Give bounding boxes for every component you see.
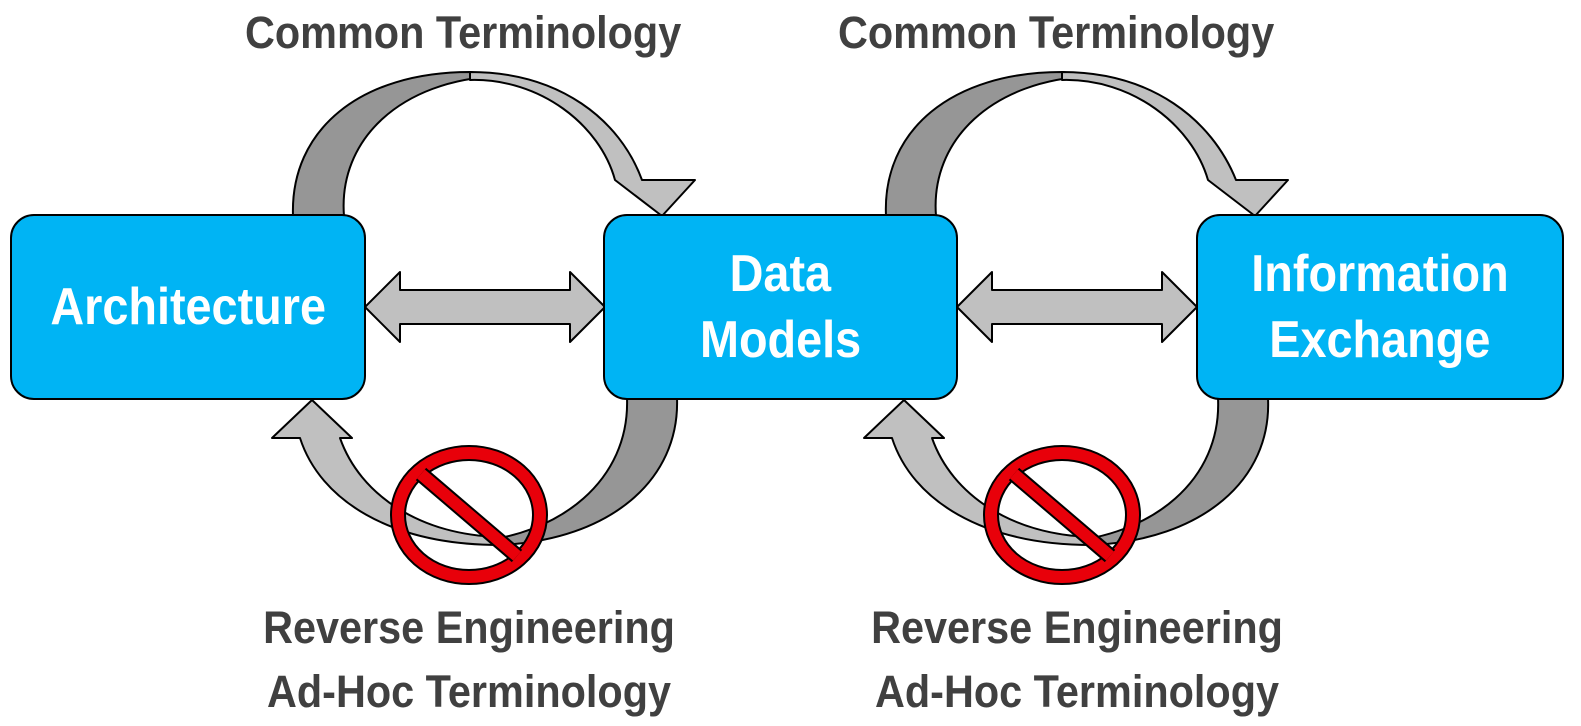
bottom-label-2-line2: Ad-Hoc Terminology: [874, 666, 1280, 717]
bottom-label-1-line2: Ad-Hoc Terminology: [266, 666, 672, 717]
bottom-label-1-line1: Reverse Engineering: [263, 602, 675, 653]
bottom-label-2-line1: Reverse Engineering: [871, 602, 1283, 653]
prohibited-sign-icon: [983, 445, 1141, 585]
node-information-exchange-line2: Exchange: [1269, 311, 1491, 369]
top-curved-arrow-2: [884, 71, 1289, 217]
bottom-label-2: Reverse Engineering Ad-Hoc Terminology: [847, 596, 1307, 724]
top-label-1: Common Terminology: [245, 7, 682, 58]
bottom-curved-arrow-2-back: [1061, 397, 1270, 546]
node-architecture-label: Architecture: [50, 278, 326, 336]
top-curved-arrow-1-front: [469, 71, 696, 217]
top-curved-arrow-2-back: [884, 71, 1093, 217]
top-curved-arrow-1-back: [291, 71, 501, 217]
top-label-2: Common Terminology: [838, 7, 1275, 58]
node-information-exchange-line1: Information: [1251, 245, 1509, 303]
top-curved-arrow-1: [291, 71, 696, 217]
bottom-curved-arrow-1-back: [469, 397, 679, 546]
bottom-curved-arrow-1-front: [271, 399, 501, 546]
node-data-models-line2: Models: [699, 311, 862, 369]
node-data-models: Data Models: [603, 214, 958, 400]
prohibited-sign-icon: [390, 445, 548, 585]
top-curved-arrow-2-front: [1061, 71, 1289, 217]
double-arrow-2: [956, 271, 1198, 343]
node-information-exchange: Information Exchange: [1196, 214, 1564, 400]
node-data-models-line1: Data: [729, 245, 832, 303]
bottom-label-1: Reverse Engineering Ad-Hoc Terminology: [239, 596, 699, 724]
double-arrow-1: [364, 271, 606, 343]
bottom-curved-arrow-2-front: [863, 399, 1093, 546]
node-architecture: Architecture: [10, 214, 366, 400]
